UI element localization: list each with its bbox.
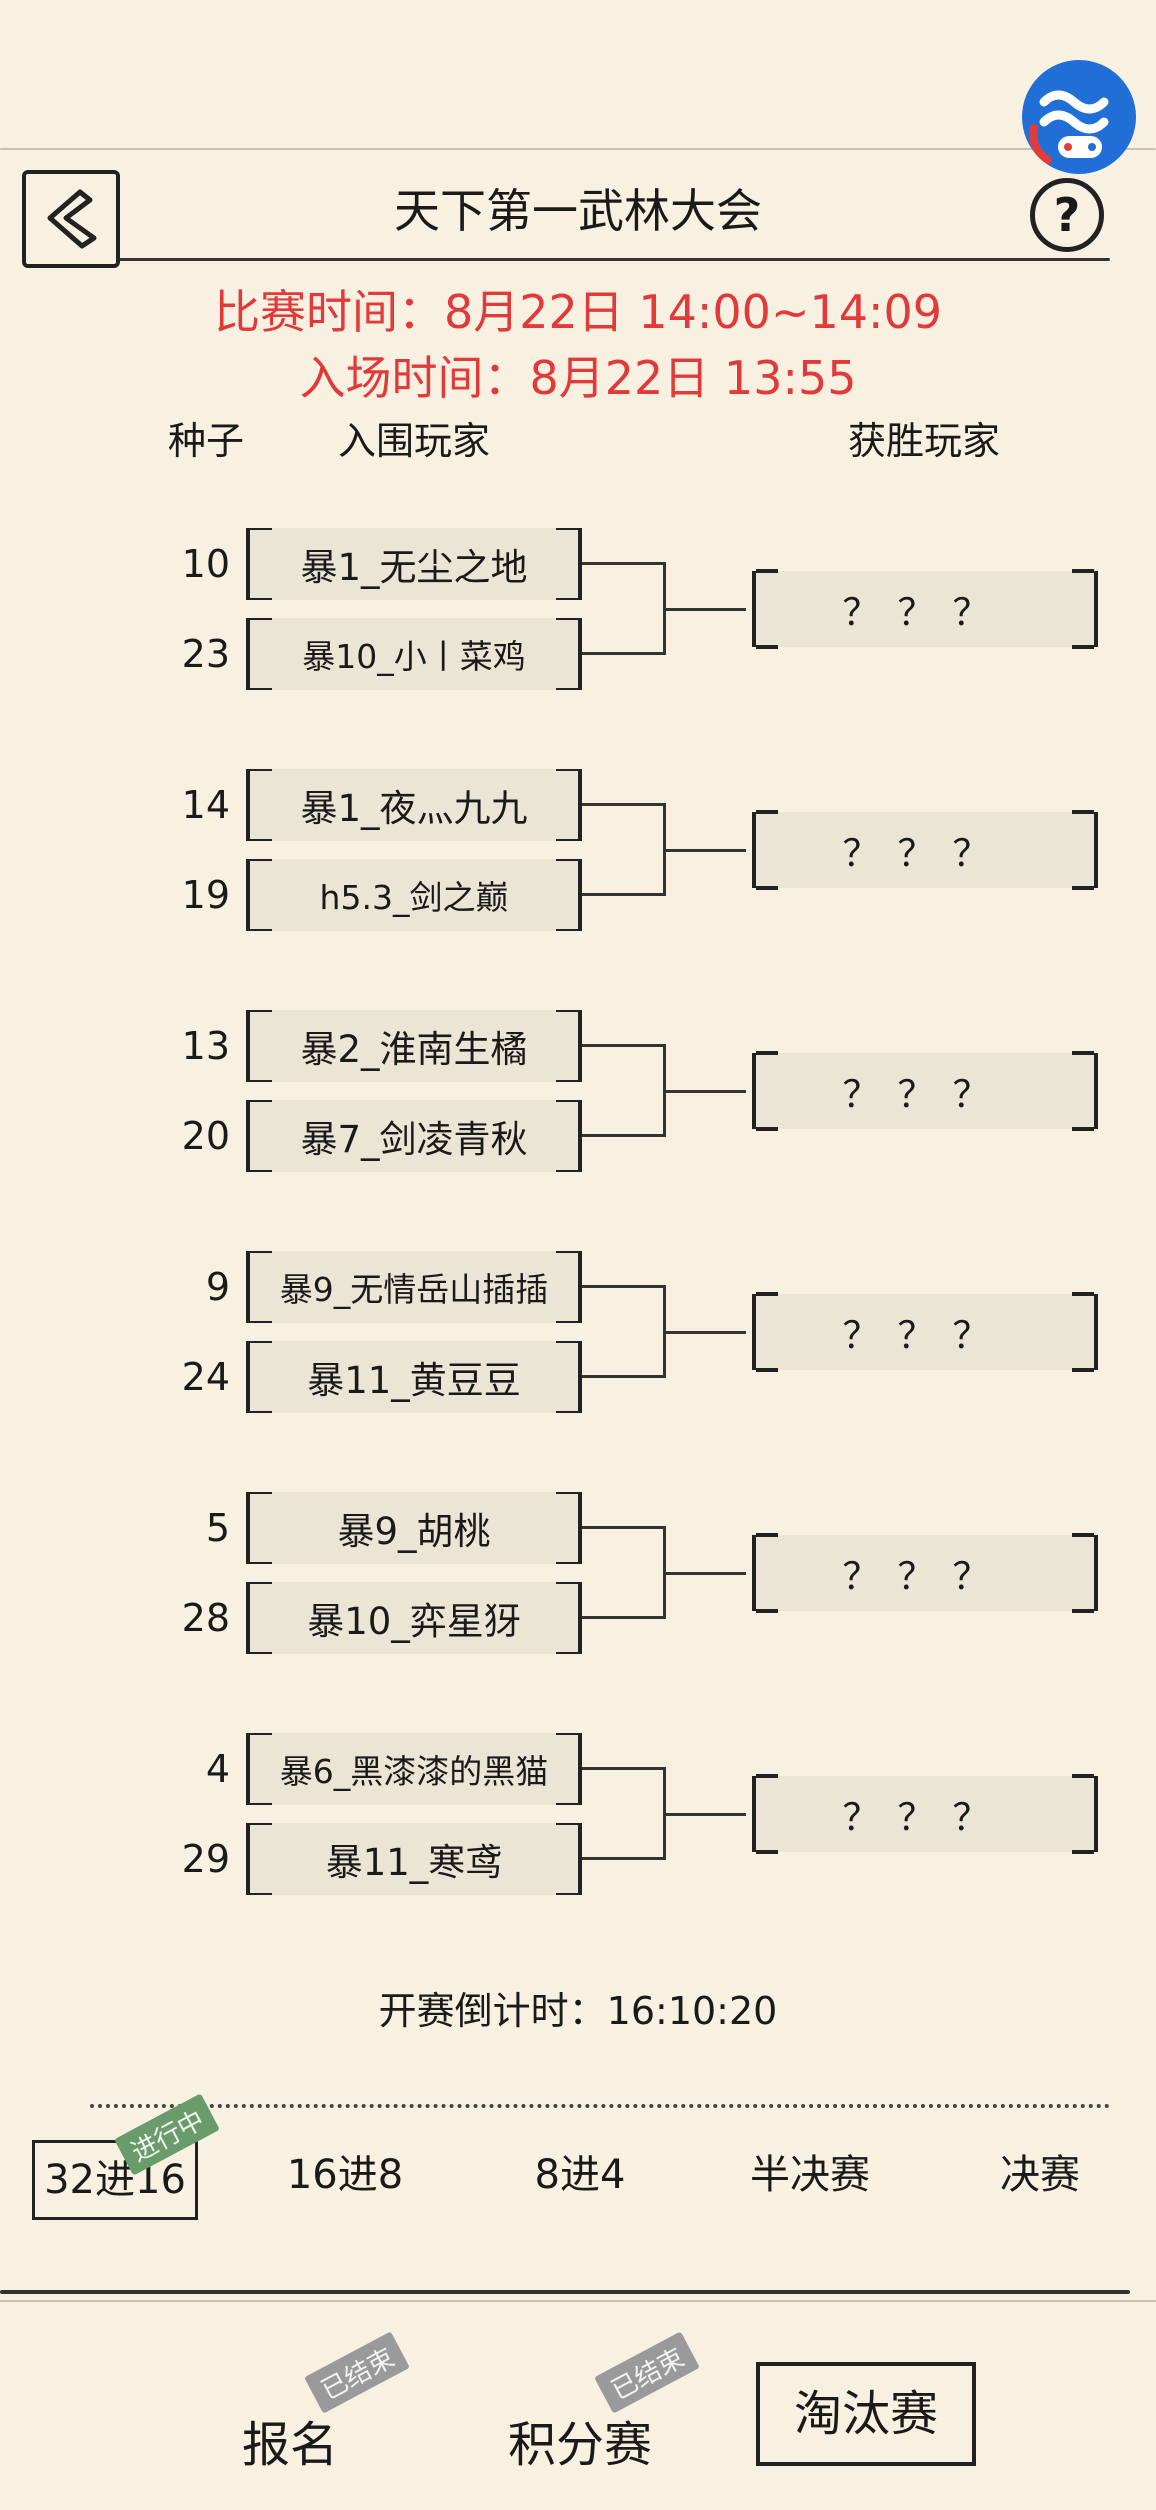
player-slot[interactable]: 暴9_无情岳山插插: [246, 1251, 582, 1323]
seed-number: 23: [181, 632, 230, 676]
bracket-connector: [582, 803, 664, 806]
player-slot[interactable]: 暴11_寒鸢: [246, 1823, 582, 1895]
bracket-connector: [582, 1616, 664, 1619]
bracket-connector: [582, 1375, 664, 1378]
bracket-connector: [582, 1767, 664, 1770]
player-slot[interactable]: 暴10_弈星犽: [246, 1582, 582, 1654]
player-slot[interactable]: h5.3_剑之巅: [246, 859, 582, 931]
tab-semifinal[interactable]: 半决赛: [750, 2152, 870, 2198]
tab-final[interactable]: 决赛: [1000, 2152, 1080, 2198]
bracket-connector: [664, 608, 746, 611]
tab-round-32[interactable]: 32进16: [32, 2140, 198, 2220]
bracket-connector: [664, 1090, 746, 1093]
player-slot[interactable]: 暴1_夜灬九九: [246, 769, 582, 841]
seed-column-header: 种子: [168, 419, 245, 463]
bracket-connector: [582, 893, 664, 896]
bracket-connector: [582, 1526, 664, 1529]
bracket-connector: [664, 1331, 746, 1334]
bracket-connector: [582, 1857, 664, 1860]
app-logo-icon: [1020, 58, 1138, 176]
bracket-connector: [664, 849, 746, 852]
tab-round-8[interactable]: 8进4: [534, 2152, 626, 2198]
player-slot[interactable]: 暴10_小丨菜鸡: [246, 618, 582, 690]
seed-number: 20: [181, 1114, 230, 1158]
back-arrow-icon: [47, 189, 97, 249]
bracket-connector: [582, 1044, 664, 1047]
entry-time: 入场时间：8月22日 13:55: [299, 351, 857, 405]
seed-number: 19: [181, 873, 230, 917]
seed-number: 14: [181, 783, 230, 827]
page-title: 天下第一武林大会: [394, 184, 762, 238]
winner-slot: ？？？: [752, 810, 1098, 890]
countdown: 开赛倒计时：16:10:20: [378, 1989, 778, 2033]
nav-divider: [0, 2300, 1156, 2302]
seed-number: 5: [205, 1506, 230, 1550]
seed-number: 28: [181, 1596, 230, 1640]
qualified-column-header: 入围玩家: [338, 419, 491, 463]
winner-slot: ？？？: [752, 1774, 1098, 1854]
bracket-connector: [664, 1813, 746, 1816]
nav-signup[interactable]: 报名: [241, 2417, 338, 2473]
nav-points[interactable]: 积分赛: [507, 2417, 652, 2473]
seed-number: 29: [181, 1837, 230, 1881]
player-slot[interactable]: 暴6_黑漆漆的黑猫: [246, 1733, 582, 1805]
seed-number: 9: [205, 1265, 230, 1309]
header-underline: [100, 258, 1110, 261]
seed-number: 4: [205, 1747, 230, 1791]
tab-round-32-label: 32进16: [44, 2157, 186, 2203]
bracket-connector: [664, 1572, 746, 1575]
rounds-divider: [90, 2104, 1110, 2108]
match-time: 比赛时间：8月22日 14:00~14:09: [213, 285, 943, 339]
winner-column-header: 获胜玩家: [848, 419, 1001, 463]
winner-slot: ？？？: [752, 1533, 1098, 1613]
player-slot[interactable]: 暴9_胡桃: [246, 1492, 582, 1564]
nav-top-line: [0, 2290, 1130, 2294]
bracket-connector: [582, 652, 664, 655]
winner-slot: ？？？: [752, 1292, 1098, 1372]
player-slot[interactable]: 暴11_黄豆豆: [246, 1341, 582, 1413]
help-button[interactable]: ?: [1030, 178, 1104, 252]
winner-slot: ？？？: [752, 569, 1098, 649]
winner-slot: ？？？: [752, 1051, 1098, 1131]
player-slot[interactable]: 暴1_无尘之地: [246, 528, 582, 600]
header-divider: [0, 148, 1156, 150]
tab-round-16[interactable]: 16进8: [286, 2152, 404, 2198]
nav-knockout[interactable]: 淘汰赛: [756, 2362, 976, 2466]
question-icon: ?: [1053, 188, 1081, 242]
player-slot[interactable]: 暴2_淮南生橘: [246, 1010, 582, 1082]
bracket-connector: [582, 1134, 664, 1137]
back-button[interactable]: [22, 170, 120, 268]
player-slot[interactable]: 暴7_剑凌青秋: [246, 1100, 582, 1172]
seed-number: 10: [181, 542, 230, 586]
seed-number: 24: [181, 1355, 230, 1399]
seed-number: 13: [181, 1024, 230, 1068]
bracket-connector: [582, 1285, 664, 1288]
bracket-connector: [582, 562, 664, 565]
